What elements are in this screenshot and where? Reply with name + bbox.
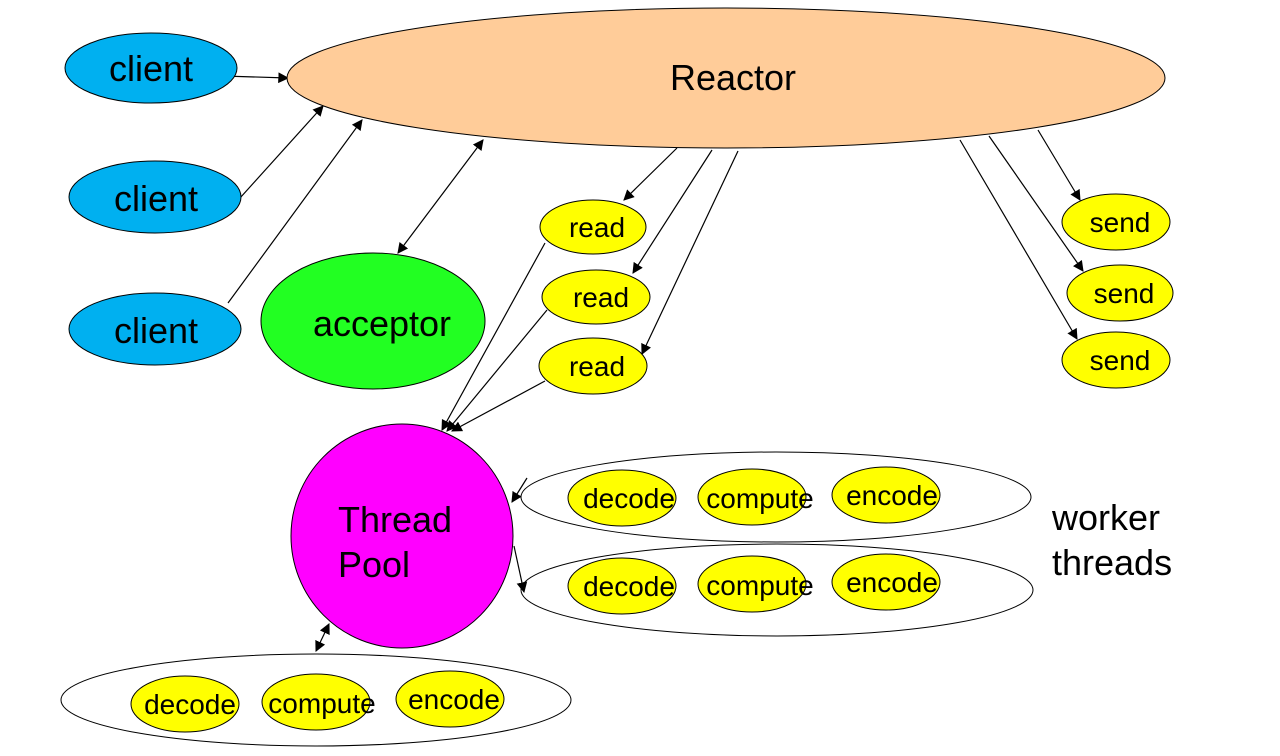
decode-label: decode [583, 571, 675, 602]
worker-group-outline [520, 451, 1032, 543]
send-shape [1061, 331, 1171, 389]
read-label: read [569, 212, 625, 243]
client-node: client [68, 292, 242, 366]
decode-shape [567, 557, 677, 615]
edge-reactor-send3 [959, 139, 1078, 340]
read-node: read [539, 199, 647, 255]
read-nodes: read read read [538, 199, 651, 395]
compute-shape [697, 555, 807, 613]
acceptor-shape [260, 252, 486, 390]
decode-shape [130, 675, 240, 733]
client-node: client [64, 32, 238, 104]
read-node: read [541, 269, 651, 325]
send-label: send [1090, 207, 1151, 238]
decode-shape [567, 469, 677, 527]
client-label: client [109, 48, 193, 89]
worker-threads-line1: worker [1051, 497, 1160, 538]
acceptor-node: acceptor [260, 252, 486, 390]
client-shape [68, 160, 242, 234]
edge-client3-reactor [227, 119, 363, 304]
reactor-shape [286, 7, 1166, 149]
client-label: client [114, 310, 198, 351]
client-shape [64, 32, 238, 104]
read-shape [539, 199, 647, 255]
thread-pool-node: Thread Pool [290, 423, 514, 649]
client-label: client [114, 178, 198, 219]
read-label: read [573, 282, 629, 313]
worker-group: decode compute encode [520, 451, 1032, 543]
send-shape [1061, 193, 1171, 251]
edge-reactor-read1 [623, 147, 678, 201]
send-nodes: send send send [1061, 193, 1174, 389]
compute-label: compute [706, 570, 813, 601]
encode-label: encode [846, 567, 938, 598]
compute-shape [261, 673, 371, 731]
reactor-label: Reactor [670, 57, 796, 98]
encode-shape [831, 466, 941, 524]
send-label: send [1094, 278, 1155, 309]
read-node: read [538, 337, 648, 395]
thread-pool-label-line2: Pool [338, 544, 410, 585]
reactor-node: Reactor [286, 7, 1166, 149]
send-node: send [1066, 264, 1174, 322]
worker-threads-caption: worker threads [1051, 497, 1172, 583]
edge-pool-workers1 [511, 477, 528, 503]
edge-read3-pool [451, 380, 546, 432]
encode-shape [395, 670, 505, 728]
send-shape [1066, 264, 1174, 322]
worker-threads-line2: threads [1052, 542, 1172, 583]
edge-reactor-read2 [632, 149, 713, 274]
read-label: read [569, 351, 625, 382]
edge-read2-pool [446, 309, 548, 432]
worker-group: decode compute encode [60, 653, 572, 747]
decode-label: decode [144, 689, 236, 720]
client-nodes: client client client [64, 32, 242, 366]
thread-pool-label-line1: Thread [338, 499, 452, 540]
edge-reactor-acceptor [397, 139, 484, 254]
encode-shape [831, 553, 941, 611]
read-shape [541, 269, 651, 325]
compute-label: compute [268, 688, 375, 719]
worker-group: decode compute encode [520, 543, 1034, 637]
decode-label: decode [583, 483, 675, 514]
compute-label: compute [706, 483, 813, 514]
send-node: send [1061, 193, 1171, 251]
encode-label: encode [846, 480, 938, 511]
edge-reactor-send1 [1037, 129, 1081, 201]
client-shape [68, 292, 242, 366]
edge-reactor-send2 [988, 135, 1084, 272]
worker-group-outline [60, 653, 572, 747]
send-node: send [1061, 331, 1171, 389]
read-shape [538, 337, 648, 395]
client-node: client [68, 160, 242, 234]
send-label: send [1090, 345, 1151, 376]
compute-shape [697, 468, 807, 526]
encode-label: encode [408, 684, 500, 715]
acceptor-label: acceptor [313, 303, 451, 344]
thread-pool-shape [290, 423, 514, 649]
edge-read1-pool [441, 242, 546, 431]
edge-client2-reactor [239, 105, 324, 199]
worker-group-outline [520, 543, 1034, 637]
edge-pool-workers3 [315, 623, 330, 652]
edges [222, 72, 1084, 652]
edge-reactor-read3 [641, 150, 739, 355]
